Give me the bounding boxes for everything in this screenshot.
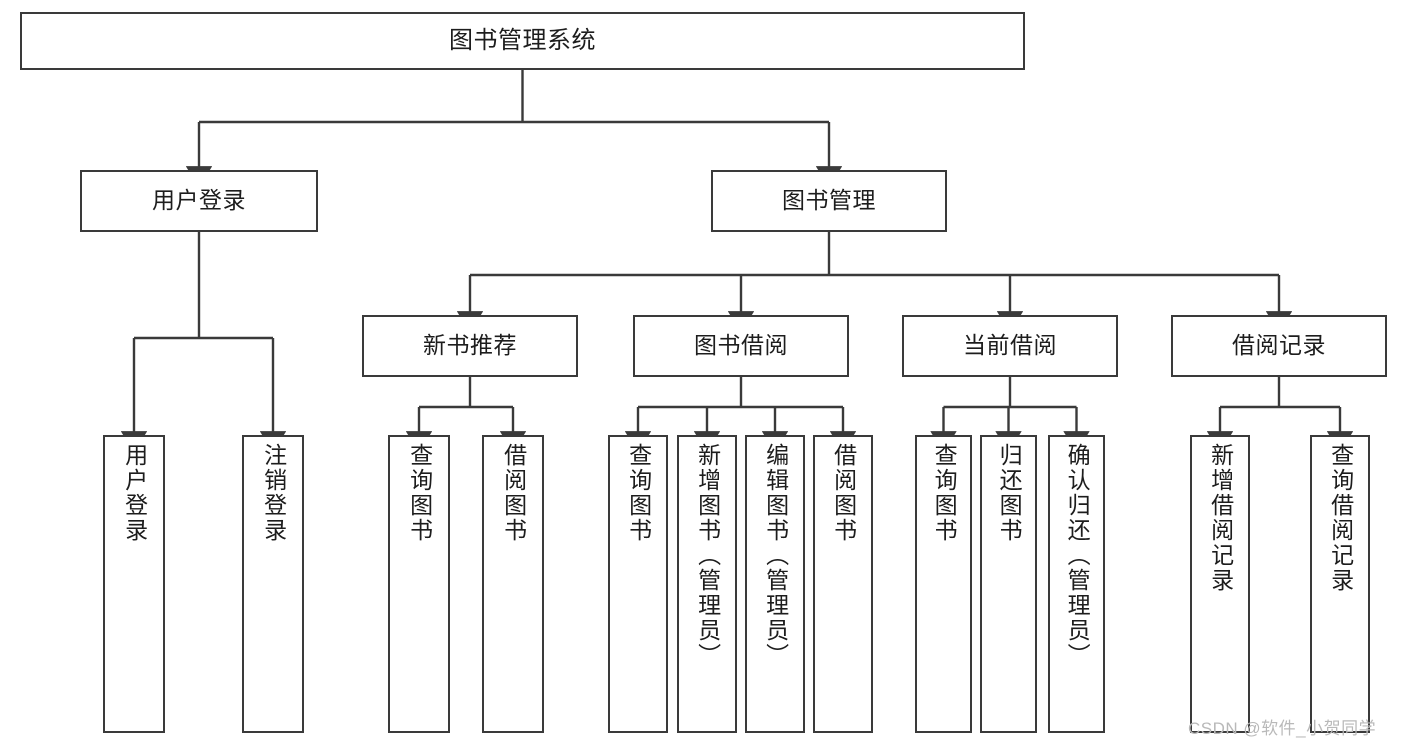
node-leaf-rec-1[interactable]: 新增借阅记录 bbox=[1190, 435, 1250, 733]
node-label: 编辑图书（管理员） bbox=[762, 443, 789, 668]
node-leaf-borrow-2[interactable]: 新增图书（管理员） bbox=[677, 435, 737, 733]
node-label: 查询图书 bbox=[625, 443, 652, 543]
node-leaf-new-1[interactable]: 查询图书 bbox=[388, 435, 450, 733]
node-label: 归还图书 bbox=[996, 443, 1023, 543]
node-leaf-login-2[interactable]: 注销登录 bbox=[242, 435, 304, 733]
connector-lines bbox=[120, 70, 1354, 453]
node-label: 新增借阅记录 bbox=[1207, 443, 1234, 593]
node-label: 借阅记录 bbox=[1232, 332, 1326, 359]
node-leaf-borrow-3[interactable]: 编辑图书（管理员） bbox=[745, 435, 805, 733]
node-leaf-new-2[interactable]: 借阅图书 bbox=[482, 435, 544, 733]
node-label: 确认归还（管理员） bbox=[1064, 443, 1091, 668]
node-label: 借阅图书 bbox=[830, 443, 857, 543]
node-leaf-cur-2[interactable]: 归还图书 bbox=[980, 435, 1037, 733]
node-label: 新书推荐 bbox=[423, 332, 517, 359]
node-bookmgmt[interactable]: 图书管理 bbox=[711, 170, 947, 232]
node-label: 当前借阅 bbox=[963, 332, 1057, 359]
node-borrow[interactable]: 图书借阅 bbox=[633, 315, 849, 377]
node-root[interactable]: 图书管理系统 bbox=[20, 12, 1025, 70]
node-leaf-borrow-1[interactable]: 查询图书 bbox=[608, 435, 668, 733]
node-newbook[interactable]: 新书推荐 bbox=[362, 315, 578, 377]
node-current[interactable]: 当前借阅 bbox=[902, 315, 1118, 377]
node-leaf-cur-3[interactable]: 确认归还（管理员） bbox=[1048, 435, 1105, 733]
node-login[interactable]: 用户登录 bbox=[80, 170, 318, 232]
node-leaf-login-1[interactable]: 用户登录 bbox=[103, 435, 165, 733]
node-label: 查询图书 bbox=[931, 443, 958, 543]
watermark-label: CSDN @软件_小贺同学 bbox=[1188, 719, 1377, 738]
node-label: 图书管理 bbox=[782, 187, 876, 214]
node-label: 用户登录 bbox=[121, 443, 148, 543]
node-label: 用户登录 bbox=[152, 187, 246, 214]
node-label: 图书借阅 bbox=[694, 332, 788, 359]
node-label: 借阅图书 bbox=[500, 443, 527, 543]
node-label: 图书管理系统 bbox=[449, 26, 596, 54]
node-label: 查询借阅记录 bbox=[1327, 443, 1354, 593]
node-leaf-cur-1[interactable]: 查询图书 bbox=[915, 435, 972, 733]
node-label: 查询图书 bbox=[406, 443, 433, 543]
node-leaf-borrow-4[interactable]: 借阅图书 bbox=[813, 435, 873, 733]
node-label: 新增图书（管理员） bbox=[694, 443, 721, 668]
node-leaf-rec-2[interactable]: 查询借阅记录 bbox=[1310, 435, 1370, 733]
node-records[interactable]: 借阅记录 bbox=[1171, 315, 1387, 377]
node-label: 注销登录 bbox=[260, 443, 287, 543]
